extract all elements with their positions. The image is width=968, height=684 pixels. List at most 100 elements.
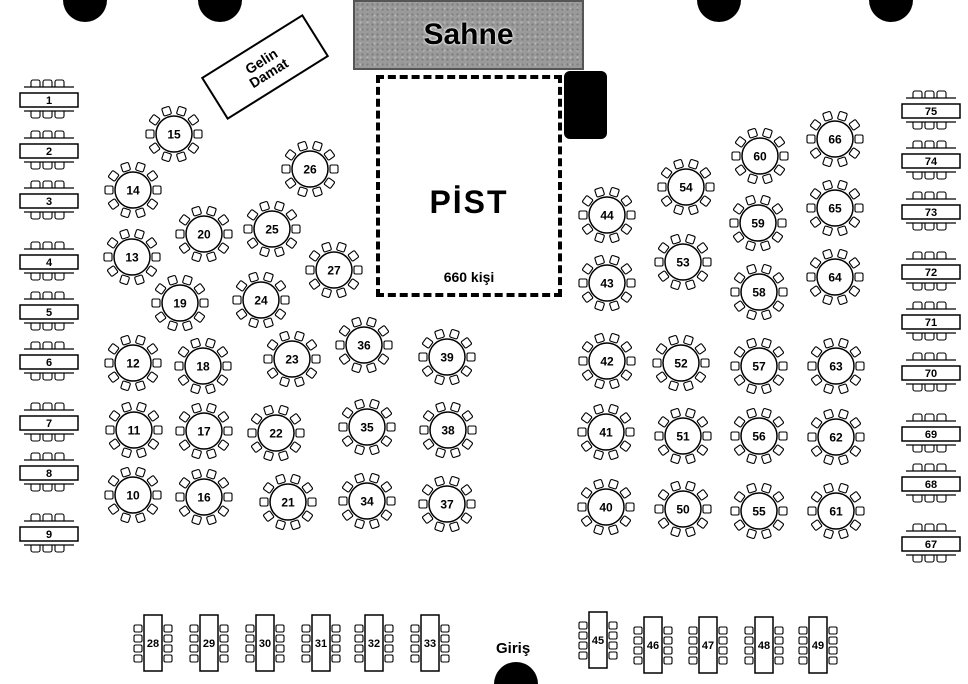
rect-table[interactable]: 30: [245, 614, 285, 672]
chair: [366, 362, 377, 374]
round-table[interactable]: 42: [578, 332, 636, 390]
chair: [924, 223, 935, 231]
chair: [189, 654, 199, 663]
round-table[interactable]: 36: [335, 316, 393, 374]
round-table[interactable]: 59: [729, 194, 787, 252]
round-table[interactable]: 13: [103, 228, 161, 286]
table-number: 48: [758, 640, 770, 652]
round-table[interactable]: 65: [806, 179, 864, 237]
chair: [696, 444, 708, 456]
round-table[interactable]: 41: [577, 403, 635, 461]
round-table[interactable]: 20: [175, 205, 233, 263]
rect-table[interactable]: 31: [301, 614, 341, 672]
chair: [323, 149, 335, 161]
round-table[interactable]: 24: [232, 271, 290, 329]
table-number: 18: [196, 360, 210, 374]
round-table[interactable]: 21: [259, 473, 317, 531]
rect-table[interactable]: 70: [901, 352, 961, 392]
chair: [291, 224, 301, 234]
round-table[interactable]: 26: [281, 140, 339, 198]
round-table[interactable]: 38: [419, 401, 477, 459]
chair: [105, 425, 115, 435]
round-table[interactable]: 12: [104, 334, 162, 392]
round-table[interactable]: 34: [338, 472, 396, 530]
chair: [924, 283, 935, 291]
rect-table[interactable]: 6: [19, 341, 79, 381]
rect-table[interactable]: 1: [19, 79, 79, 119]
table-number: 69: [925, 429, 937, 441]
round-table[interactable]: 63: [807, 337, 865, 395]
round-table[interactable]: 50: [654, 480, 712, 538]
round-table[interactable]: 66: [806, 110, 864, 168]
rect-table[interactable]: 67: [901, 523, 961, 563]
round-table[interactable]: 52: [652, 334, 710, 392]
round-table[interactable]: 15: [145, 105, 203, 163]
round-table[interactable]: 44: [578, 186, 636, 244]
chair: [434, 328, 445, 340]
rect-table[interactable]: 47: [688, 616, 728, 674]
round-table[interactable]: 17: [175, 402, 233, 460]
rect-table[interactable]: 8: [19, 452, 79, 492]
chair: [305, 265, 315, 275]
chair: [608, 631, 618, 640]
chair: [718, 656, 728, 665]
rect-table[interactable]: 9: [19, 513, 79, 553]
round-table[interactable]: 14: [104, 161, 162, 219]
round-table[interactable]: 37: [418, 475, 476, 533]
rect-table[interactable]: 5: [19, 291, 79, 331]
round-table[interactable]: 35: [338, 398, 396, 456]
rect-table[interactable]: 2: [19, 130, 79, 170]
round-table[interactable]: 58: [730, 263, 788, 321]
round-table[interactable]: 62: [807, 408, 865, 466]
round-table[interactable]: 16: [175, 468, 233, 526]
round-table[interactable]: 54: [657, 158, 715, 216]
round-table[interactable]: 51: [654, 407, 712, 465]
chair: [149, 142, 161, 154]
rect-table[interactable]: 4: [19, 241, 79, 281]
rect-table[interactable]: 33: [410, 614, 450, 672]
rect-table[interactable]: 29: [189, 614, 229, 672]
table-top: [242, 281, 280, 319]
rect-table[interactable]: 3: [19, 180, 79, 220]
round-table[interactable]: 43: [578, 254, 636, 312]
round-table[interactable]: 40: [577, 478, 635, 536]
round-table[interactable]: 19: [151, 274, 209, 332]
rect-table[interactable]: 45: [578, 611, 618, 669]
rect-table[interactable]: 46: [633, 616, 673, 674]
table-number: 4: [46, 257, 53, 269]
rect-table[interactable]: 71: [901, 301, 961, 341]
round-table[interactable]: 57: [730, 337, 788, 395]
table-top: [348, 408, 386, 446]
rect-table[interactable]: 74: [901, 140, 961, 180]
round-table[interactable]: 64: [806, 248, 864, 306]
round-table[interactable]: 11: [105, 401, 163, 459]
rect-table[interactable]: 48: [744, 616, 784, 674]
rect-table[interactable]: 75: [901, 90, 961, 130]
chair: [578, 631, 588, 640]
chair: [259, 200, 270, 212]
chair: [335, 340, 345, 350]
chair: [179, 214, 191, 226]
round-table[interactable]: 23: [263, 330, 321, 388]
rect-table[interactable]: 72: [901, 251, 961, 291]
rect-table[interactable]: 69: [901, 413, 961, 453]
round-table[interactable]: 18: [174, 337, 232, 395]
round-table[interactable]: 39: [418, 328, 476, 386]
rect-table[interactable]: 28: [133, 614, 173, 672]
rect-table[interactable]: 32: [354, 614, 394, 672]
round-table[interactable]: 10: [104, 466, 162, 524]
round-table[interactable]: 55: [730, 482, 788, 540]
chair: [263, 482, 275, 494]
rect-table[interactable]: 7: [19, 402, 79, 442]
round-table[interactable]: 27: [305, 241, 363, 299]
rect-table[interactable]: 68: [901, 463, 961, 503]
rect-table[interactable]: 73: [901, 191, 961, 231]
round-table[interactable]: 56: [730, 407, 788, 465]
rect-table[interactable]: 49: [798, 616, 838, 674]
round-table[interactable]: 60: [731, 127, 789, 185]
round-table[interactable]: 25: [243, 200, 301, 258]
chair: [626, 278, 636, 288]
round-table[interactable]: 22: [247, 404, 305, 462]
round-table[interactable]: 53: [654, 233, 712, 291]
round-table[interactable]: 61: [807, 482, 865, 540]
